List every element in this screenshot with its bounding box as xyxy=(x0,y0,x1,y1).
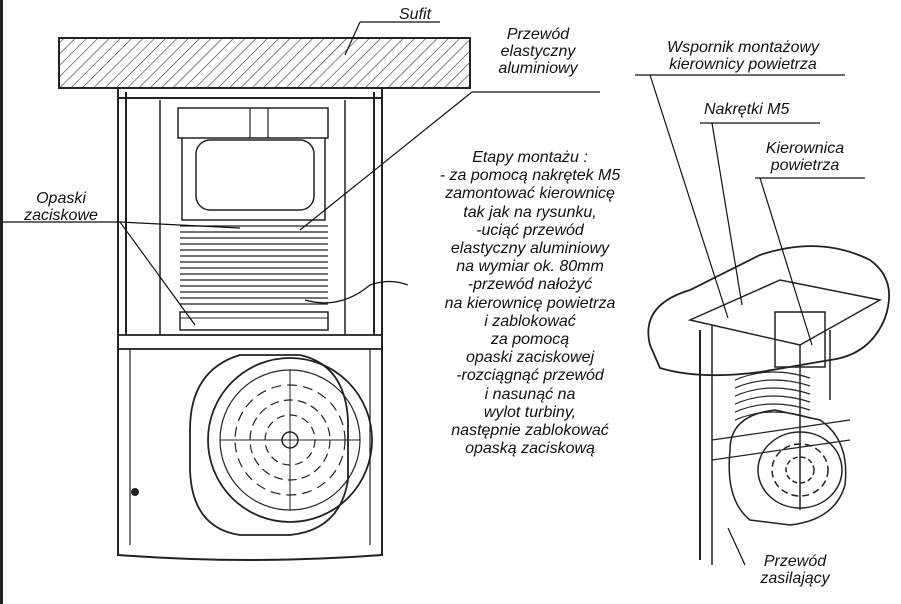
step-line: Etapy montażu : xyxy=(472,149,588,166)
leader-lines xyxy=(3,21,865,566)
label-flex-duct: Przewód elastyczny aluminiowy xyxy=(498,26,578,77)
page-border xyxy=(0,0,3,604)
clamp-ring xyxy=(179,311,329,331)
step-line: -przewód nałożyć xyxy=(467,276,593,294)
label-power-cable: Przewód zasilający xyxy=(760,553,830,587)
crossbar xyxy=(117,334,383,350)
ceiling-blob xyxy=(647,245,891,377)
screw-dot xyxy=(131,488,139,496)
label-ceiling: Sufit xyxy=(399,6,432,23)
step-line: i zablokować xyxy=(484,312,576,330)
step-line: na wymiar ok. 80mm xyxy=(456,258,604,276)
step-line: za pomocą xyxy=(490,331,570,349)
duct-window xyxy=(195,139,315,211)
step-line: -rozciągnąć przewód xyxy=(456,367,604,385)
label-air-guide: Kierownica powietrza xyxy=(765,140,845,174)
hood-body xyxy=(117,88,383,561)
isometric-view xyxy=(647,245,891,565)
step-line: wylot turbiny, xyxy=(483,403,577,421)
step-line: opaski zaciskowej xyxy=(465,349,595,367)
step-line: -uciąć przewód xyxy=(476,221,584,239)
step-line: następnie zablokować xyxy=(451,422,609,440)
iso-turbine xyxy=(728,409,847,526)
corrugated-duct xyxy=(180,225,328,305)
label-bracket: Wspornik montażowy kierownicy powietrza xyxy=(666,39,820,73)
step-line: elastyczny aluminiowy xyxy=(450,240,610,258)
turbine xyxy=(189,354,373,536)
installation-steps: Etapy montażu : - za pomocą nakrętek M5 … xyxy=(380,149,680,458)
step-line: - za pomocą nakrętek M5 xyxy=(439,167,621,185)
step-line: na kierownicę powietrza xyxy=(444,294,616,312)
label-nuts: Nakrętki M5 xyxy=(704,101,790,118)
duct-top xyxy=(177,107,329,139)
iso-duct xyxy=(734,371,811,421)
step-line: i nasunąć na xyxy=(484,385,576,403)
step-line: tak jak na rysunku, xyxy=(463,203,597,221)
ceiling-slab xyxy=(58,37,471,89)
label-clamps: Opaski zaciskowe xyxy=(24,190,98,224)
step-line: zamontować kierownicę xyxy=(445,185,615,203)
air-guide-iso xyxy=(774,311,826,368)
step-line: opaską zaciskową xyxy=(465,440,595,458)
front-view xyxy=(58,37,471,561)
